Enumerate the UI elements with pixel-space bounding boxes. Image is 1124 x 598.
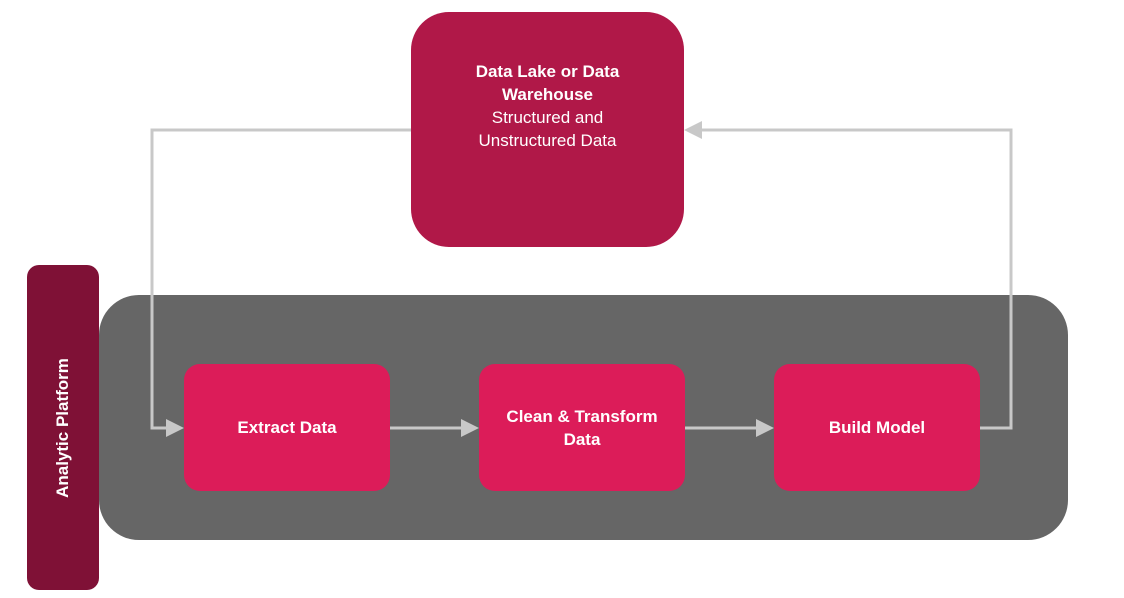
extract-data-label: Extract Data	[237, 418, 337, 437]
analytic-platform-label: Analytic Platform	[27, 265, 99, 590]
build-model-step: Build Model	[774, 364, 980, 491]
build-model-label: Build Model	[828, 418, 926, 437]
extract-data-step: Extract Data	[184, 364, 390, 491]
analytic-platform-label-text: Analytic Platform	[53, 357, 72, 498]
data-lake-warehouse-node: Data Lake or Data Warehouse Structured a…	[411, 12, 684, 247]
clean-transform-data-label: Clean & Transform Data	[506, 406, 658, 449]
data-lake-warehouse-subtitle: Structured and Unstructured Data	[478, 108, 617, 150]
clean-transform-data-step: Clean & Transform Data	[479, 364, 685, 491]
data-lake-warehouse-title: Data Lake or Data Warehouse	[475, 62, 620, 104]
